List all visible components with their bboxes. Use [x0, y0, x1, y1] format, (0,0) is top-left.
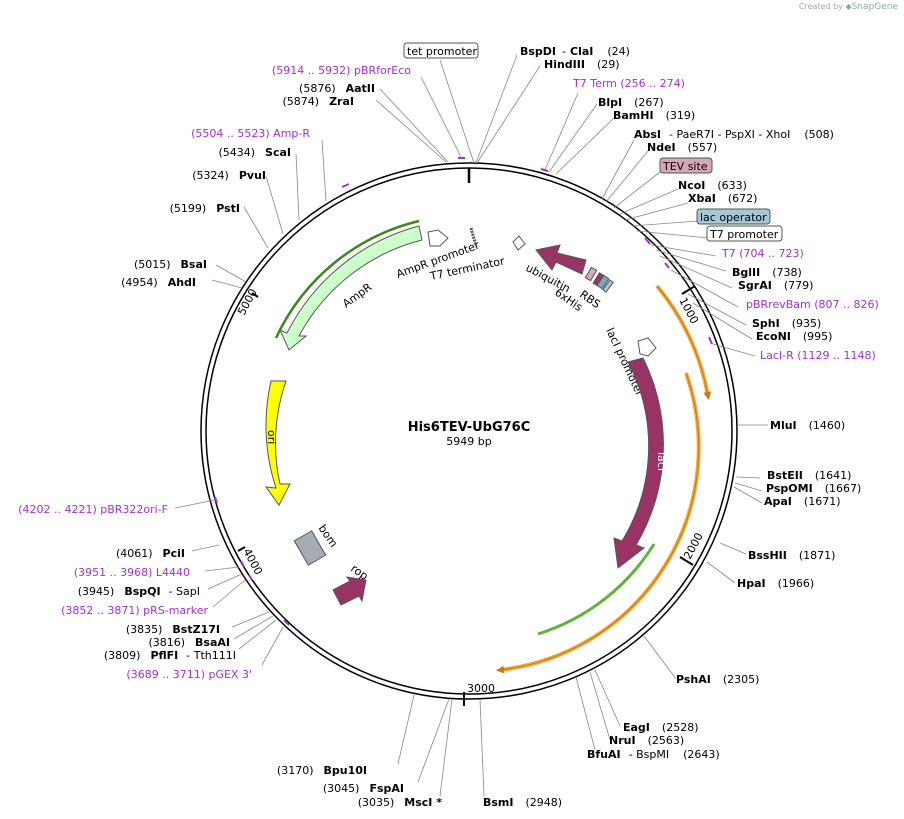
- lac-operator-box: lac operator: [696, 208, 771, 225]
- orange-arrow-2-head: [496, 372, 700, 674]
- tick-label-4000: 4000: [240, 546, 265, 577]
- site-sphi: SphI(935): [752, 317, 821, 330]
- site-hindiii: HindIII(29): [544, 58, 620, 71]
- primer-pbrforeco: (5914 .. 5932) pBRforEco: [272, 64, 411, 77]
- ubiquitin-feature: [535, 244, 587, 275]
- site-ahdi: (4954)AhdI: [121, 276, 196, 289]
- tet-promoter-box: tet promoter: [403, 42, 479, 59]
- primer-pbr322ori: (4202 .. 4221) pBR322ori-F: [18, 503, 168, 516]
- ampr-feature: [279, 225, 423, 351]
- site-bsshii: BssHII(1871): [748, 549, 835, 562]
- tick-1000: [681, 285, 696, 295]
- tev-site-box: TEV site: [659, 157, 713, 174]
- site-hpai: HpaI(1966): [737, 577, 814, 590]
- credit-prefix: Created by: [798, 2, 843, 11]
- tev-site-feature: [584, 266, 598, 282]
- site-msci: (3035)MscI *: [358, 796, 443, 809]
- site-pflfi: (3809)PflFI- Tth111I: [104, 649, 236, 662]
- site-mlui: MluI(1460): [770, 419, 845, 432]
- primer-pgex3: (3689 .. 3711) pGEX 3': [126, 668, 252, 681]
- site-bspqi: (3945)BspQI- SapI: [78, 585, 200, 598]
- tick-label-3000: 3000: [467, 682, 495, 695]
- ori-label: ori: [265, 430, 278, 444]
- t7-promoter-box: T7 promoter: [706, 225, 783, 242]
- credit-brand: SnapGene: [851, 2, 898, 12]
- site-sgrai: SgrAI(779): [738, 279, 813, 292]
- primer-ampr: (5504 .. 5523) Amp-R: [191, 127, 310, 140]
- site-bstz17i: (3835)BstZ17I: [126, 623, 220, 636]
- tick-5000: [251, 292, 259, 298]
- plasmid-name: His6TEV-UbG76C: [408, 420, 531, 435]
- site-econi: EcoNI(995): [756, 330, 832, 343]
- tick-4000: [237, 546, 246, 552]
- site-bsai: (5015)BsaI: [134, 258, 207, 271]
- site-pspomi: PspOMI(1667): [766, 482, 861, 495]
- laci-feature: [613, 357, 664, 569]
- site-scai: (5434)ScaI: [218, 146, 291, 159]
- site-absi: AbsI- PaeR7I - PspXI - XhoI(508): [634, 128, 834, 141]
- tick-label-5000: 5000: [235, 287, 260, 318]
- site-aatii: (5876)AatII: [299, 82, 375, 95]
- rop-feature: [332, 576, 367, 606]
- lac-operator-feature: [602, 279, 614, 293]
- site-pshai: PshAI(2305): [676, 673, 759, 686]
- plasmid-size: 5949 bp: [446, 435, 491, 448]
- t7-terminator-feature: [469, 227, 478, 247]
- primer-marks: [214, 157, 713, 626]
- bom-feature: [293, 530, 327, 566]
- primer-t7: T7 (704 .. 723): [721, 247, 804, 260]
- tet-promoter-label: tet promoter: [407, 45, 477, 58]
- leader-lines: [174, 54, 768, 797]
- site-bfuai: BfuAI- BspMI(2643): [587, 748, 720, 761]
- site-eagi: EagI(2528): [623, 721, 698, 734]
- ampr-label: AmpR: [340, 280, 375, 310]
- snapgene-credit: Created by ◆SnapGene: [799, 2, 898, 12]
- site-nrui: NruI(2563): [609, 734, 684, 747]
- his-tag-feature: [596, 274, 610, 290]
- tick-label-2000: 2000: [681, 531, 706, 562]
- backbone-outer: [200, 162, 738, 700]
- site-bpu10i: (3170)Bpu10I: [277, 764, 367, 777]
- site-bglii: BglII(738): [732, 266, 802, 279]
- primer-lacir: LacI-R (1129 .. 1148): [760, 349, 876, 362]
- primer-l4440: (3951 .. 3968) L4440: [74, 566, 190, 579]
- site-ndei: NdeI(557): [647, 141, 717, 154]
- site-blpi: BlpI(267): [598, 96, 664, 109]
- site-pcii: (4061)PciI: [116, 547, 185, 560]
- primer-pbrrevbam: pBRrevBam (807 .. 826): [746, 298, 879, 311]
- laci-label: lacI: [655, 452, 668, 471]
- site-apai: ApaI(1671): [764, 495, 840, 508]
- site-bsteii: BstEII(1641): [767, 469, 851, 482]
- site-bamhi: BamHI(319): [613, 109, 695, 122]
- laci-promoter-feature: [637, 337, 657, 357]
- site-fspai: (3045)FspAI: [323, 782, 404, 795]
- primer-t7term: T7 Term (256 .. 274): [572, 77, 685, 90]
- tick-2000: [679, 556, 694, 566]
- small-promoter-feature: [512, 235, 526, 251]
- ampr-outline-arrow: [274, 219, 420, 339]
- site-bsmi: BsmI(2948): [483, 796, 562, 809]
- t7-promoter-label: T7 promoter: [709, 228, 779, 241]
- orange-arrow-2: [499, 372, 701, 672]
- primer-prsmarker: (3852 .. 3871) pRS-marker: [61, 604, 208, 617]
- site-xbai: XbaI(672): [688, 192, 757, 205]
- snapgene-logo-icon: ◆: [845, 2, 852, 11]
- lac-operator-label: lac operator: [700, 211, 767, 224]
- site-pvui: (5324)PvuI: [192, 169, 266, 182]
- site-bspdi: BspDI-ClaI(24): [520, 45, 630, 58]
- orange-arrow-1-head: [656, 285, 712, 400]
- tev-site-label: TEV site: [662, 160, 708, 173]
- ori-feature: [264, 380, 291, 506]
- site-zrai: (5874)ZraI: [283, 95, 355, 108]
- green-arrow: [537, 543, 656, 636]
- site-ncoi: NcoI(633): [678, 179, 747, 192]
- site-bsaai: (3816)BsaAI: [148, 636, 230, 649]
- ampr-promoter-feature: [427, 229, 449, 247]
- site-psti: (5199)PstI: [170, 202, 240, 215]
